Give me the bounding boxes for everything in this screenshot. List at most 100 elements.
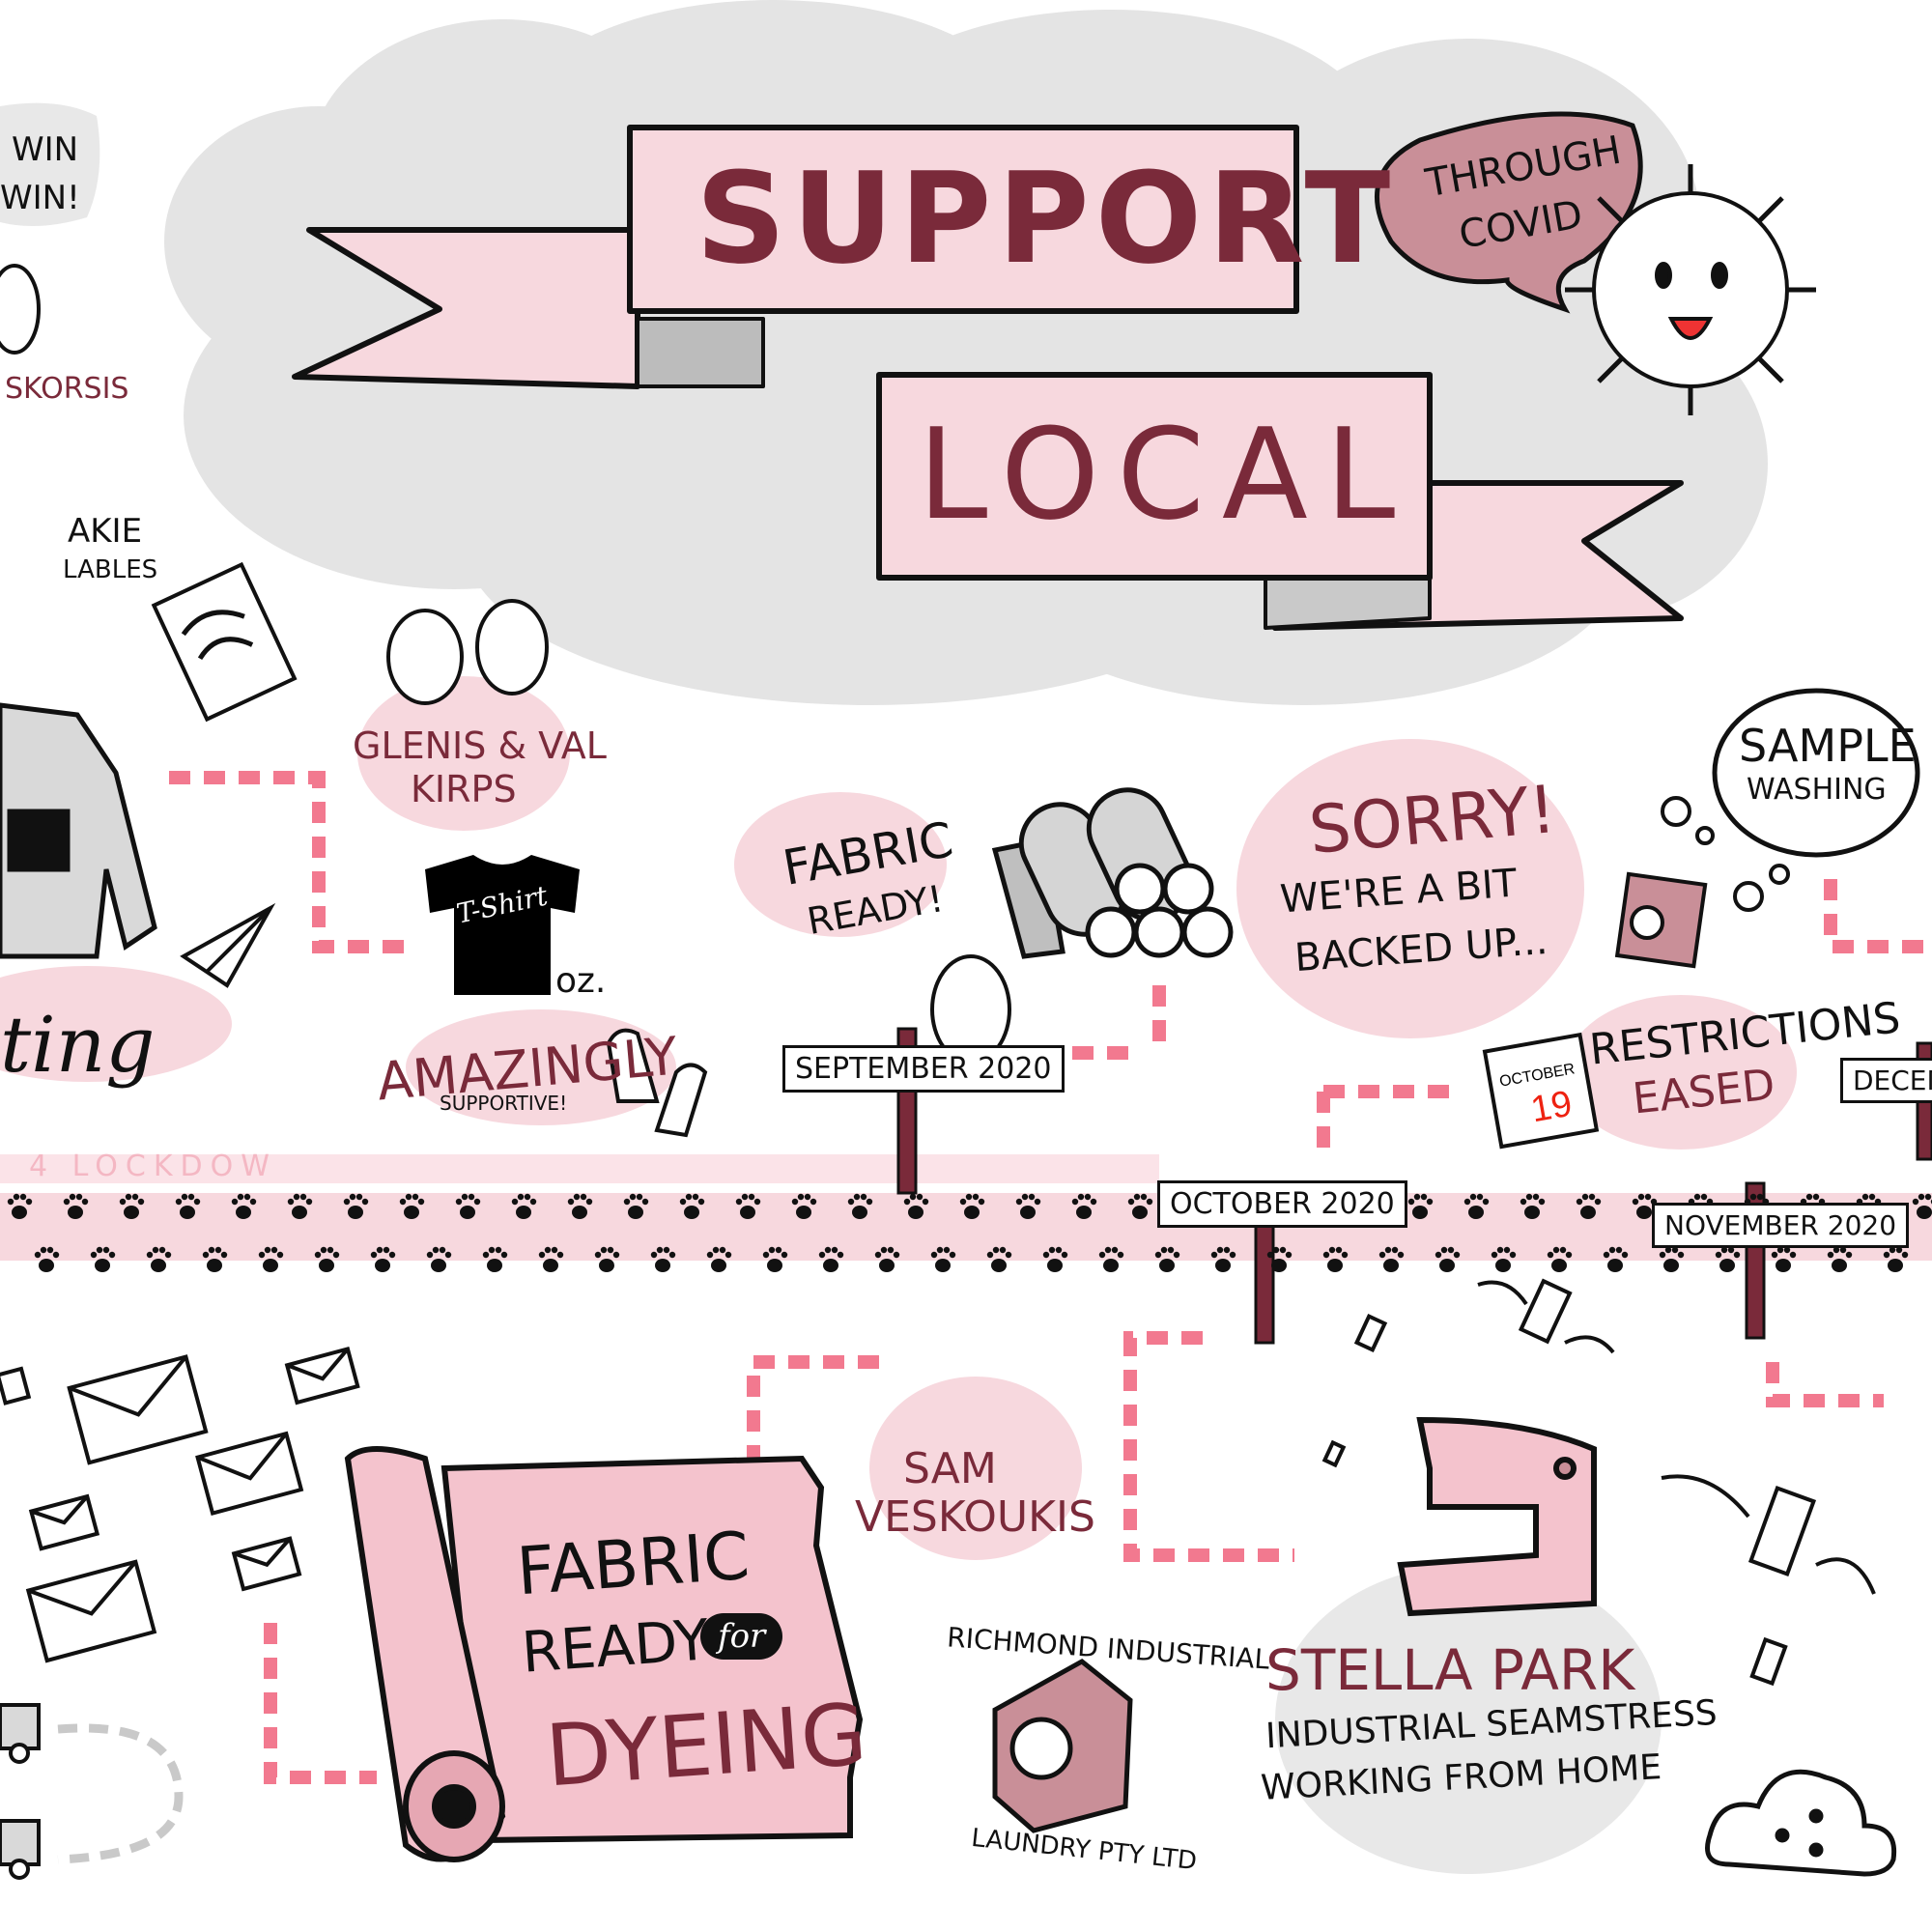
sam-line2: Veskoukis [855, 1492, 1095, 1542]
paw-print-icon [370, 1246, 396, 1272]
title-support: Support [696, 145, 1397, 292]
paw-print-icon [847, 1193, 873, 1219]
paw-print-icon [1603, 1246, 1629, 1272]
paw-print-icon [706, 1246, 732, 1272]
paw-print-icon [1378, 1246, 1405, 1272]
paw-print-icon [1771, 1246, 1797, 1272]
paw-print-icon [1127, 1193, 1153, 1219]
dyeing-line1: Fabric [514, 1518, 753, 1611]
paw-print-icon [90, 1246, 116, 1272]
paw-print-icon [1015, 1193, 1041, 1219]
glenis-val-line1: Glenis & Val [353, 724, 607, 767]
paw-print-icon [1322, 1246, 1349, 1272]
paw-print-icon [735, 1193, 761, 1219]
dyeing-for: for [700, 1613, 783, 1660]
akie-label: Akie [68, 512, 143, 551]
sweater-icon [0, 702, 157, 959]
paw-print-icon [903, 1193, 929, 1219]
sample-line2: washing [1747, 773, 1887, 807]
paw-print-icon [818, 1246, 844, 1272]
paw-print-icon [538, 1246, 564, 1272]
paper-plane-icon [180, 902, 276, 988]
paw-print-icon [874, 1246, 900, 1272]
flying-phone-icon [1321, 1278, 1876, 1687]
washing-machine-icon [992, 1659, 1133, 1833]
paw-print-icon [343, 1193, 369, 1219]
paw-print-icon [762, 1246, 788, 1272]
title-local: Local [918, 401, 1413, 548]
paw-print-icon [1407, 1193, 1434, 1219]
paw-print-icon [986, 1246, 1012, 1272]
paw-print-icon [482, 1246, 508, 1272]
paw-print-icon [314, 1246, 340, 1272]
paw-print-icon [1266, 1246, 1293, 1272]
paw-print-icon [455, 1193, 481, 1219]
avatar [0, 264, 1011, 1065]
truck-icon [0, 1703, 41, 1880]
signpost-september: September 2020 [782, 1045, 1065, 1093]
fabric-rolls-icon [991, 787, 1234, 959]
paw-print-icon [34, 1246, 60, 1272]
paw-print-icon [1520, 1193, 1546, 1219]
washing-machine-icon [1614, 871, 1708, 969]
paw-print-icon [1659, 1246, 1685, 1272]
paw-print-icon [1042, 1246, 1068, 1272]
clapping-hands-icon [606, 1028, 708, 1138]
win-text-2: win! [0, 179, 80, 217]
paw-print-icon [1547, 1246, 1573, 1272]
paw-print-icon [1912, 1193, 1932, 1219]
dyeing-line2: Ready [519, 1606, 711, 1686]
paw-print-icon [567, 1193, 593, 1219]
signpost-december: Decem [1840, 1058, 1932, 1103]
paw-print-icon [1632, 1193, 1658, 1219]
sample-line1: Sample [1739, 720, 1917, 772]
fabric-roll-scroll [344, 1446, 864, 1862]
calendar-icon [1482, 1032, 1600, 1150]
paw-print-icon [679, 1193, 705, 1219]
paw-print-icon [1491, 1246, 1517, 1272]
glenis-val-line2: Kirps [411, 768, 517, 810]
paw-print-icon [202, 1246, 228, 1272]
paw-print-icon [287, 1193, 313, 1219]
paw-print-icon [399, 1193, 425, 1219]
timeline-connectors [169, 771, 1927, 1784]
sam-line1: Sam [903, 1444, 997, 1493]
tshirt-icon [425, 855, 580, 995]
paw-print-icon [258, 1246, 284, 1272]
sewing-machine-icon [1397, 1416, 1597, 1617]
paw-print-icon [511, 1193, 537, 1219]
label-tag-icon [151, 561, 298, 723]
paw-print-icon [594, 1246, 620, 1272]
paw-print-icon [1071, 1193, 1097, 1219]
paw-print-icon [146, 1246, 172, 1272]
paw-print-icon [1463, 1193, 1490, 1219]
win-text-1: win [12, 130, 79, 169]
paw-print-icon [1210, 1246, 1236, 1272]
paw-print-icon [1435, 1246, 1461, 1272]
paw-print-icon [650, 1246, 676, 1272]
covid-virus-icon [1565, 164, 1816, 415]
paw-print-icon [1154, 1246, 1180, 1272]
paw-print-icon [426, 1246, 452, 1272]
name-fragment: skorsis [5, 372, 129, 406]
stella-name: Stella Park [1265, 1637, 1635, 1703]
paw-print-icon [1576, 1193, 1602, 1219]
signpost-october: October 2020 [1157, 1180, 1407, 1228]
paw-print-icon [7, 1193, 1932, 1272]
paw-print-icon [1827, 1246, 1853, 1272]
envelope-icon [0, 1347, 360, 1663]
paw-print-icon [959, 1193, 985, 1219]
paw-print-icon [231, 1193, 257, 1219]
banner-ribbon [292, 125, 1684, 631]
script-fragment: ting [0, 1000, 156, 1090]
lockdown-text: 4 lockdow [29, 1150, 277, 1183]
paw-print-icon [1715, 1246, 1741, 1272]
paw-print-icon [791, 1193, 817, 1219]
paw-print-icon [1883, 1246, 1909, 1272]
cloud-share-icon [1705, 1769, 1897, 1877]
supportive-text: supportive! [440, 1092, 568, 1115]
lables-label: lables [63, 555, 158, 584]
